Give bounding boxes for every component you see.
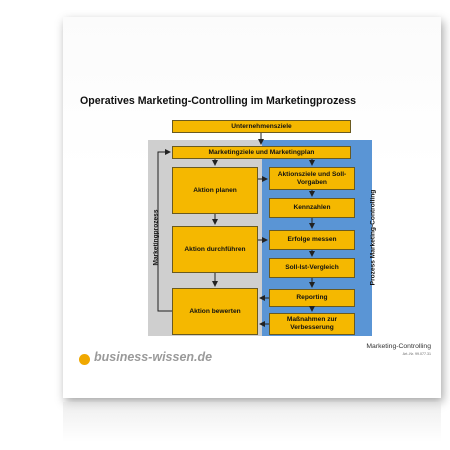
controlling-process-label: Prozess Marketing-Controlling xyxy=(369,189,377,286)
controlling-step-reporting: Reporting xyxy=(269,289,355,307)
footer-title: Marketing-Controlling xyxy=(366,343,431,350)
logo-text: business-wissen.de xyxy=(94,350,213,364)
controlling-step-comparison: Soll-Ist-Vergleich xyxy=(269,258,355,278)
controlling-step-kpis: Kennzahlen xyxy=(269,198,355,218)
marketing-process-label: Marketingprozess xyxy=(152,209,160,266)
company-goals-box: Unternehmensziele xyxy=(172,120,351,133)
controlling-step-improvement: Maßnahmen zur Verbesserung xyxy=(269,313,355,335)
action-execute-box: Aktion durchführen xyxy=(172,226,258,273)
controlling-step-goals: Aktionsziele und Soll-Vorgaben xyxy=(269,167,355,190)
action-plan-box: Aktion planen xyxy=(172,167,258,214)
logo-dot-icon xyxy=(79,354,90,365)
marketing-goals-box: Marketingziele und Marketingplan xyxy=(172,146,351,159)
page-reflection xyxy=(63,402,441,442)
controlling-step-measure: Erfolge messen xyxy=(269,230,355,250)
footer-article-number: Art.-Nr. 99.077.31 xyxy=(402,352,431,356)
action-evaluate-box: Aktion bewerten xyxy=(172,288,258,335)
document-title: Operatives Marketing-Controlling im Mark… xyxy=(80,95,357,107)
